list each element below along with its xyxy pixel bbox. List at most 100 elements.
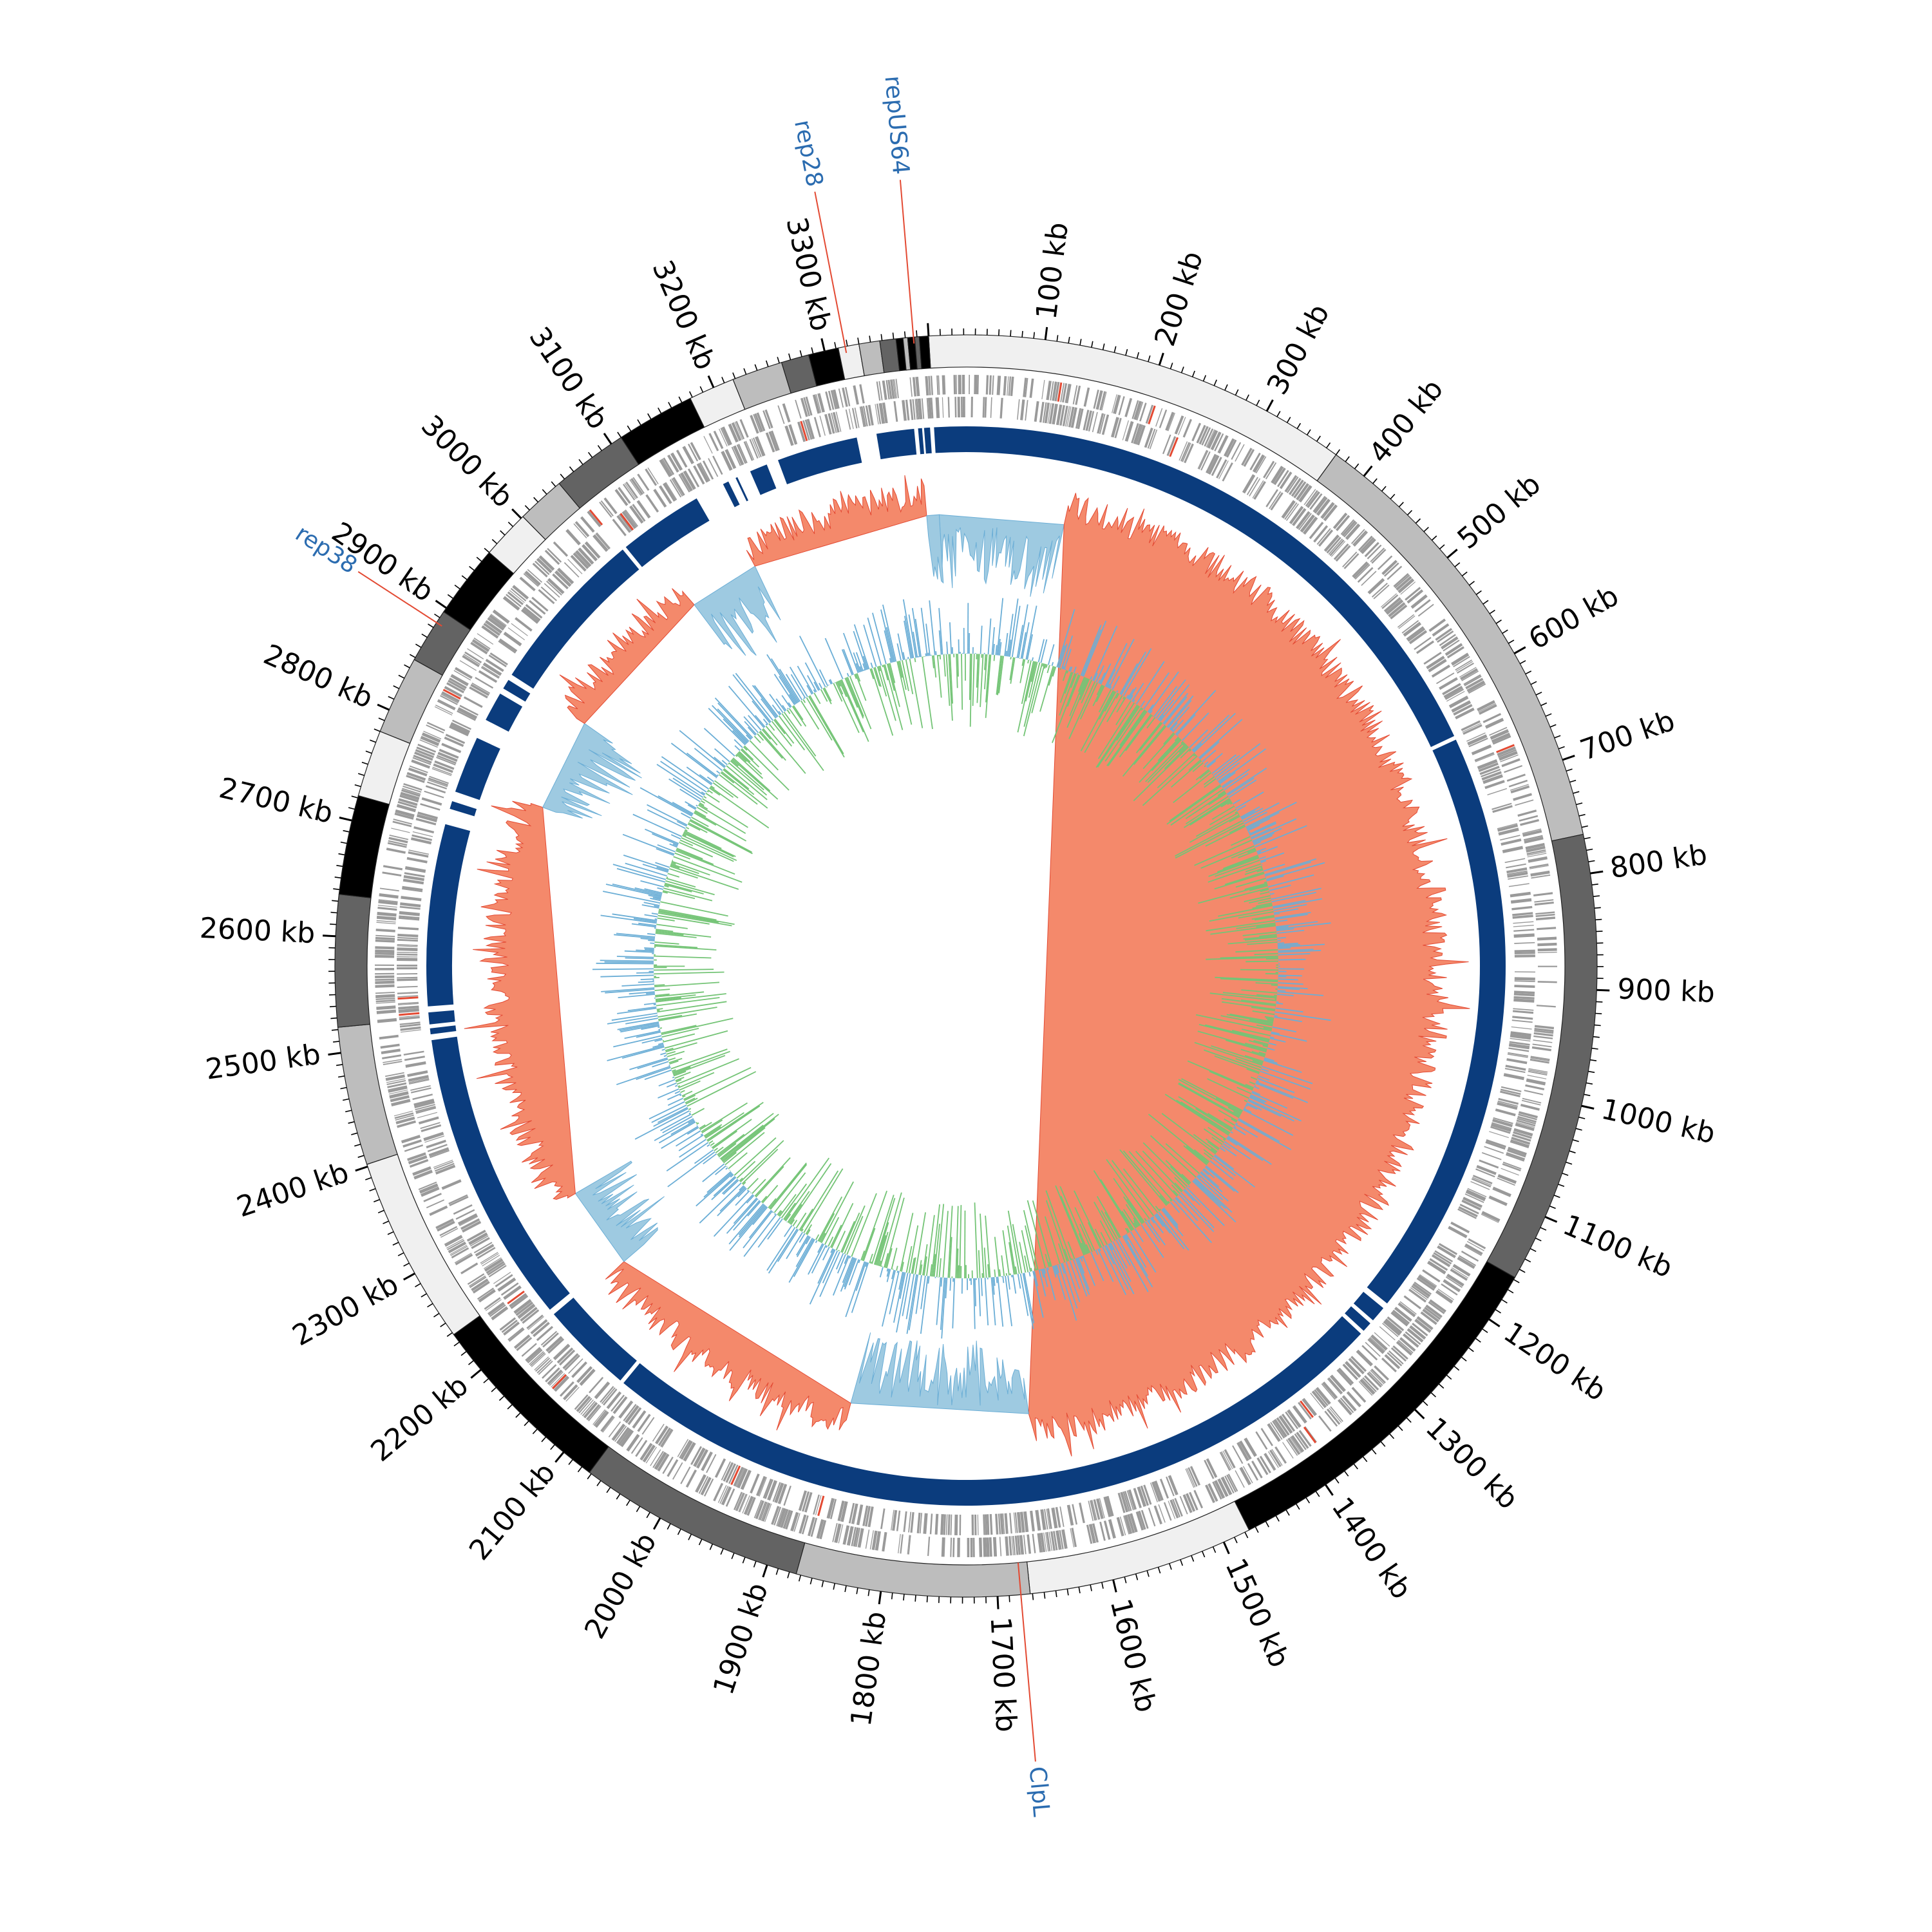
gc-content-above-mark	[633, 918, 658, 923]
alignment-block-10	[426, 824, 471, 1007]
reverse-gene-mark	[1088, 1501, 1094, 1521]
gc-content-below-mark	[712, 782, 734, 798]
reverse-gene-mark	[1508, 875, 1529, 880]
reverse-gene-mark	[399, 1023, 421, 1028]
reverse-gene-mark	[1135, 424, 1144, 445]
reverse-gene-mark	[460, 1218, 480, 1230]
gc-content-below-mark	[911, 1258, 915, 1274]
reverse-gene-mark	[1506, 1058, 1528, 1065]
forward-gene-mark	[1324, 1410, 1338, 1427]
reverse-gene-mark	[600, 1386, 614, 1403]
forward-gene-mark	[536, 1359, 552, 1374]
forward-gene-mark	[616, 1426, 630, 1444]
minor-tick	[1390, 493, 1396, 500]
gc-content-below-mark	[803, 1168, 844, 1233]
reverse-gene-mark	[1117, 1492, 1126, 1513]
gc-content-below-mark	[1206, 956, 1278, 960]
reverse-gene-mark	[457, 710, 476, 721]
gc-content-below-mark	[914, 1212, 926, 1274]
forward-gene-mark	[489, 1304, 506, 1318]
gc-content-above-mark	[1166, 695, 1194, 728]
forward-gene-mark	[512, 585, 529, 600]
gc-content-below-mark	[694, 810, 706, 817]
reverse-gene-mark	[696, 462, 710, 483]
reverse-gene-mark	[728, 1464, 739, 1484]
minor-tick	[788, 353, 791, 360]
gc-content-above-mark	[1244, 1108, 1252, 1113]
gc-content-below-mark	[1135, 1150, 1178, 1197]
forward-gene-mark	[785, 1510, 793, 1530]
gc-content-below-mark	[1245, 1043, 1267, 1050]
forward-gene-mark	[1412, 1322, 1428, 1336]
major-tick	[1222, 1541, 1230, 1555]
gc-content-below-mark	[710, 1142, 715, 1146]
gc-content-below-mark	[1260, 889, 1269, 893]
gc-content-above-mark	[760, 698, 777, 719]
minor-tick	[337, 1075, 345, 1078]
forward-gene-mark	[529, 1352, 545, 1367]
forward-gene-mark	[1235, 1470, 1245, 1488]
reverse-gene-mark	[1408, 630, 1428, 645]
reverse-gene-mark	[1446, 690, 1465, 702]
gc-content-below-mark	[1247, 849, 1256, 853]
gc-content-above-mark	[723, 1179, 739, 1195]
gc-content-above-mark	[1092, 625, 1118, 681]
reverse-gene-mark	[1088, 411, 1095, 431]
gc-content-below-mark	[669, 1060, 679, 1065]
forward-gene-mark	[1136, 401, 1144, 421]
reverse-gene-mark	[910, 1511, 914, 1533]
gc-content-above-mark	[1260, 852, 1285, 862]
forward-gene-mark	[753, 1499, 762, 1519]
gc-content-above-mark	[1098, 1248, 1101, 1252]
gc-content-above-mark	[1053, 1265, 1057, 1275]
gc-content-below-mark	[1125, 714, 1153, 752]
reverse-gene-mark	[1463, 724, 1482, 735]
gc-content-below-mark	[684, 830, 722, 849]
forward-gene-mark	[412, 1166, 431, 1176]
gc-content-above-mark	[708, 708, 746, 746]
alignment-block-11	[450, 801, 477, 817]
gc-content-below-mark	[685, 1097, 696, 1104]
gc-content-above-mark	[1264, 1057, 1274, 1062]
gc-content-above-mark	[1076, 1258, 1090, 1290]
gc-content-below-mark	[1189, 749, 1192, 752]
feature-label-clpl: ClpL	[1024, 1765, 1055, 1817]
gc-content-below-mark	[1139, 722, 1163, 751]
gc-content-below-mark	[846, 1216, 864, 1255]
reverse-gene-mark	[410, 1085, 431, 1091]
gc-content-above-mark	[1278, 949, 1321, 953]
forward-gene-mark	[409, 765, 428, 773]
gc-content-below-mark	[851, 1193, 877, 1257]
forward-gene-mark	[1011, 1536, 1014, 1556]
forward-gene-mark	[1534, 1030, 1554, 1034]
gc-content-above-mark	[1278, 982, 1303, 985]
gc-content-above-mark	[732, 730, 747, 745]
gc-content-below-mark	[1014, 1266, 1018, 1274]
gc-content-above-mark	[788, 694, 797, 705]
gc-content-below-mark	[732, 757, 771, 791]
gc-content-above-mark	[1007, 1275, 1010, 1290]
gc-content-above-mark	[634, 1110, 690, 1140]
reverse-gene-mark	[415, 1104, 435, 1111]
gc-content-below-mark	[985, 654, 990, 703]
gc-content-below-mark	[860, 1250, 866, 1261]
forward-gene-mark	[419, 1183, 439, 1194]
forward-gene-mark	[471, 1278, 489, 1292]
forward-gene-mark	[1370, 1368, 1386, 1384]
reverse-gene-mark	[528, 600, 546, 615]
forward-gene-mark	[695, 1474, 706, 1493]
gc-content-above-mark	[1128, 687, 1137, 700]
reverse-gene-mark	[1300, 514, 1315, 533]
gc-content-below-mark	[1002, 1230, 1010, 1276]
gc-content-below-mark	[876, 666, 887, 697]
gc-content-below-mark	[1274, 994, 1277, 996]
gc-content-above-mark	[643, 902, 660, 906]
forward-gene-mark	[1455, 659, 1472, 671]
reverse-gene-mark	[999, 397, 1003, 419]
gc-content-below-mark	[664, 1030, 728, 1049]
gc-content-below-mark	[1209, 809, 1237, 826]
reverse-gene-mark	[1438, 1243, 1458, 1255]
forward-gene-mark	[1439, 634, 1456, 647]
reverse-gene-mark	[1131, 422, 1139, 444]
reverse-gene-mark	[1020, 399, 1025, 421]
